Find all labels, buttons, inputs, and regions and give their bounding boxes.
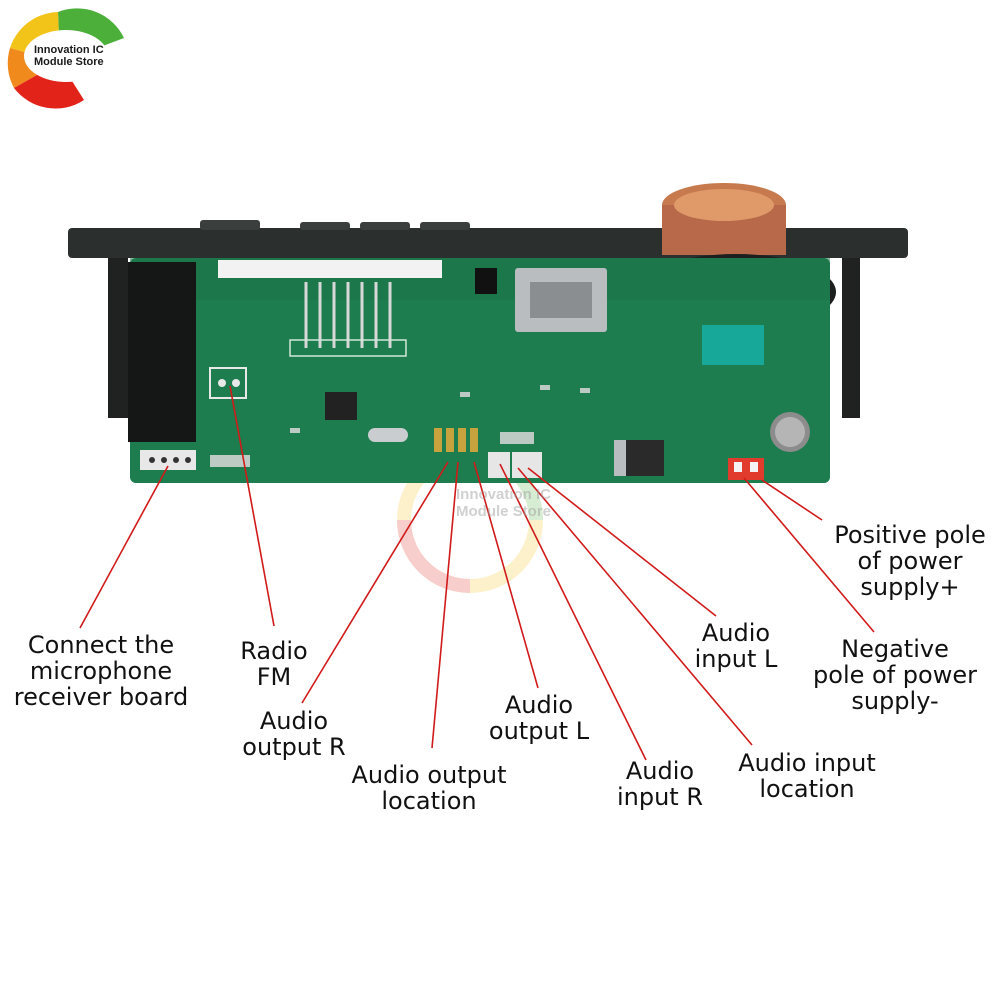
brand-logo-icon xyxy=(7,8,124,109)
label-mic-board: Connect the microphone receiver board xyxy=(13,631,189,711)
label-audio-output-r: Audio output R xyxy=(242,707,346,761)
label-audio-output-location: Audio output location xyxy=(351,761,507,815)
mic-jack xyxy=(128,262,196,442)
brand-name: Innovation IC Module Store xyxy=(34,44,104,68)
voltage-regulator xyxy=(620,440,664,476)
audio-input-terminal xyxy=(512,452,542,478)
label-audio-input-location: Audio input location xyxy=(738,749,876,803)
label-positive-pole: Positive pole of power supply+ xyxy=(834,521,986,601)
label-audio-input-r: Audio input R xyxy=(616,757,704,811)
mic-receiver-header xyxy=(140,450,196,470)
ir-sensor xyxy=(475,268,497,294)
crystal xyxy=(368,428,408,442)
leader-lines xyxy=(79,385,875,761)
label-radio-fm: Radio FM xyxy=(240,637,308,691)
display-strip xyxy=(218,260,442,278)
left-bracket xyxy=(108,258,128,418)
main-chip xyxy=(325,392,357,420)
label-audio-output-l: Audio output L xyxy=(488,691,590,745)
label-audio-input-l: Audio input L xyxy=(694,619,778,673)
radio-fm-connector xyxy=(209,367,247,399)
audio-output-pads xyxy=(434,428,478,452)
audio-output-terminal xyxy=(488,452,510,478)
ribbon-pins xyxy=(304,282,392,348)
right-bracket xyxy=(842,258,860,418)
watermark-text: Innovation IC Module Store xyxy=(456,486,552,520)
power-connector xyxy=(728,458,764,480)
label-negative-pole: Negative pole of power supply- xyxy=(813,635,977,715)
teal-inductor xyxy=(702,325,764,365)
capacitor-icon xyxy=(770,412,810,452)
